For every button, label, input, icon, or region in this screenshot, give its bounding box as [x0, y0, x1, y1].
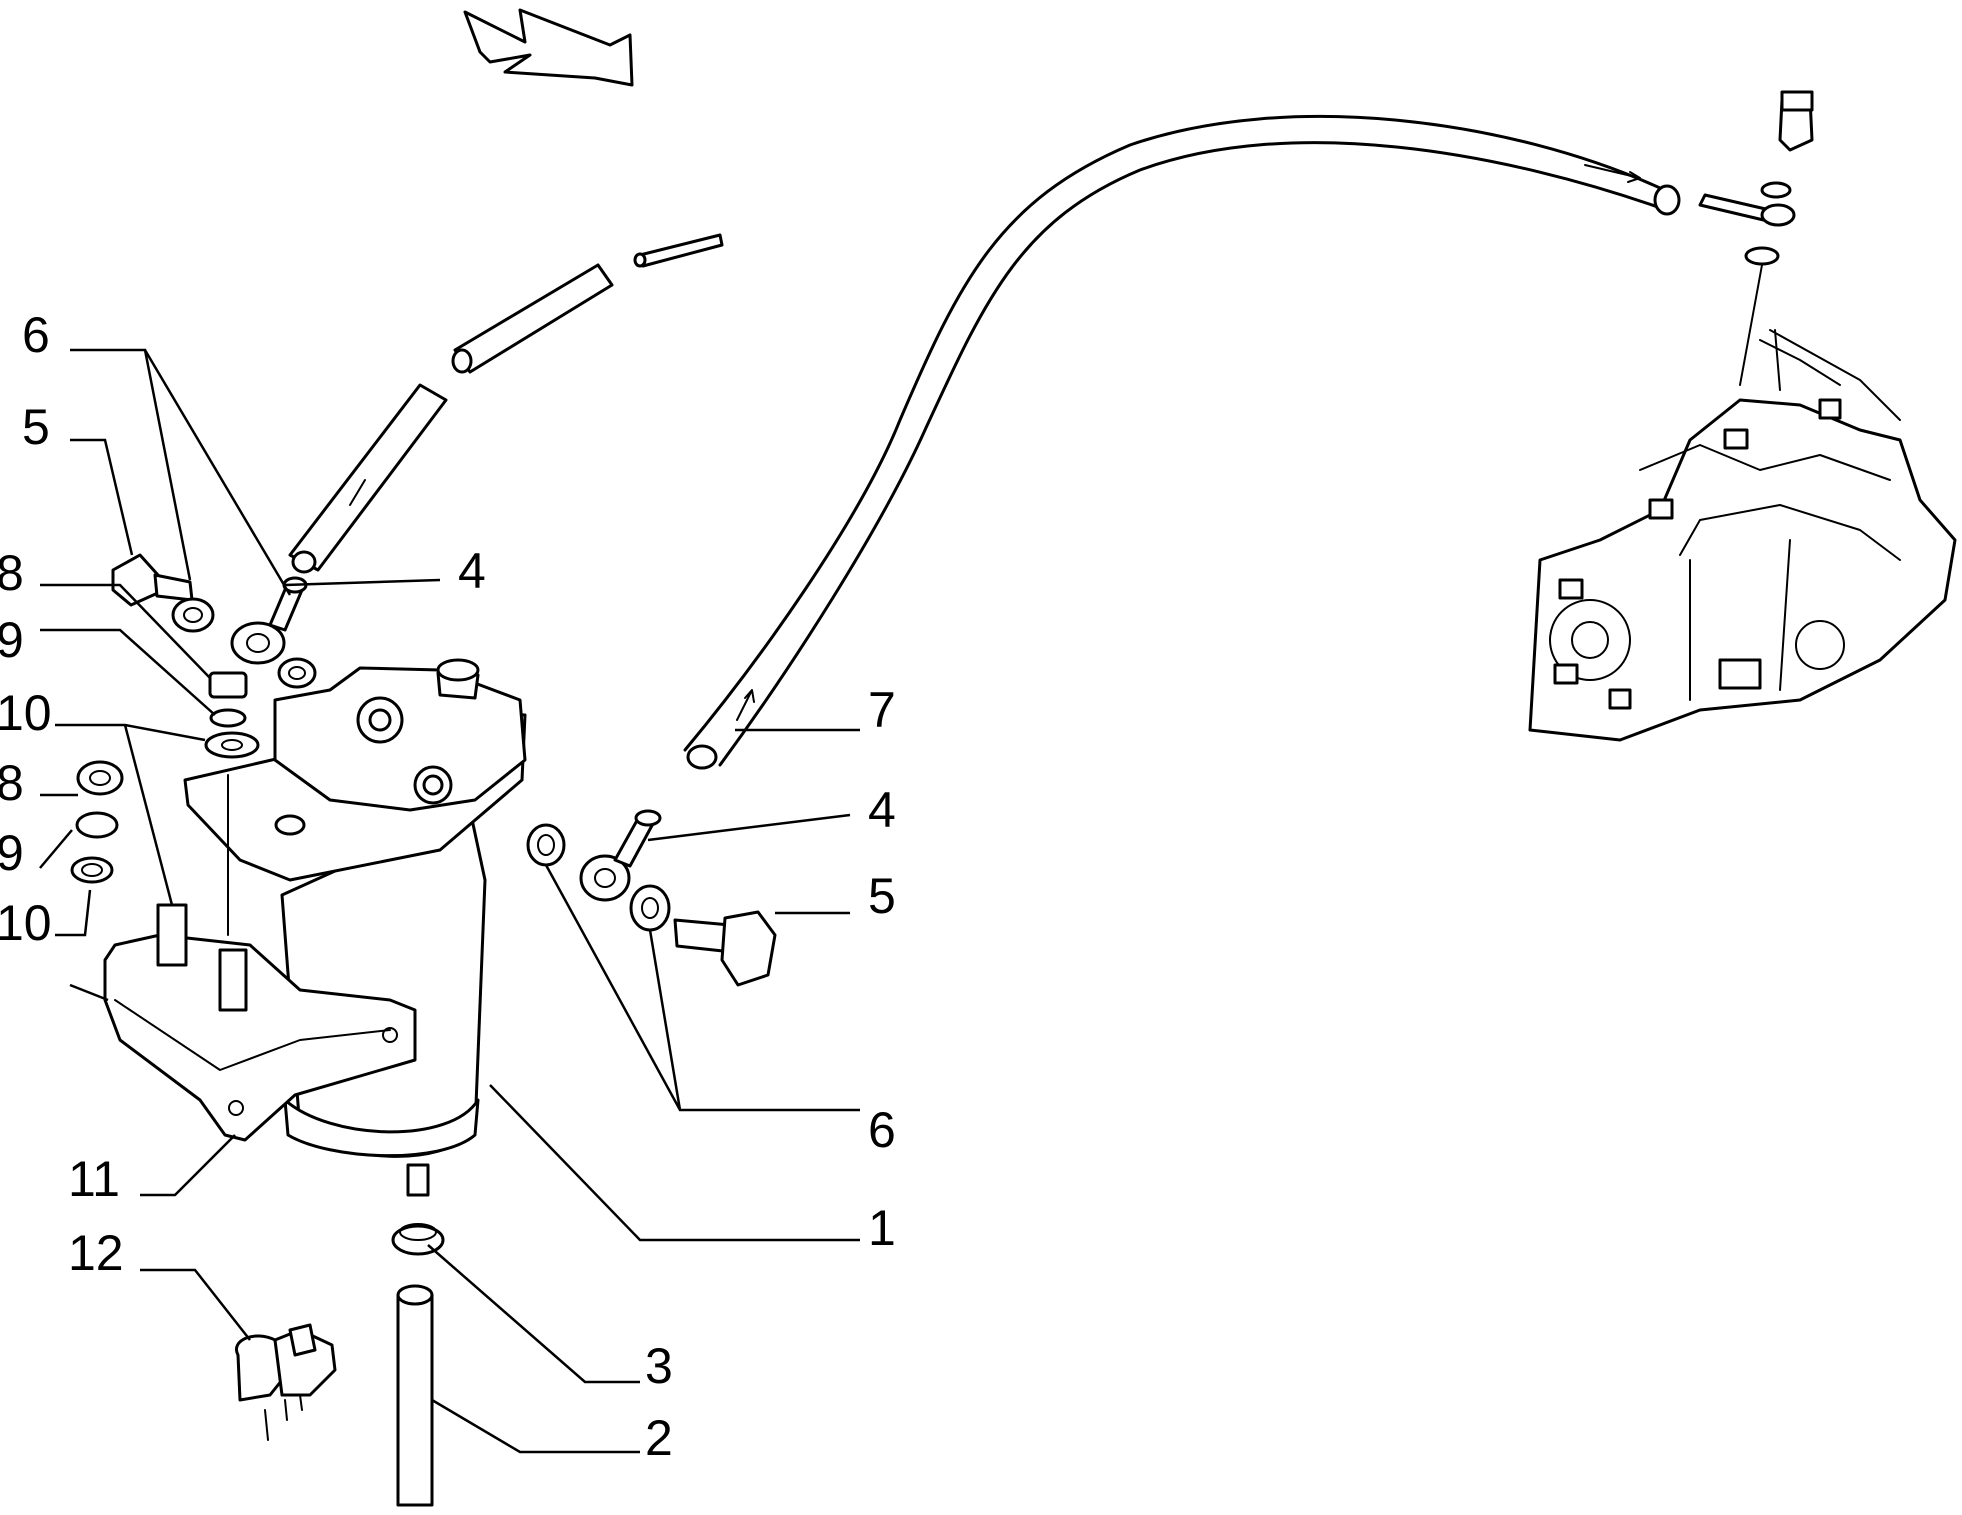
callout-labels: 6 5 8 9 10 8 9 10 4 7 4 5 6 1 11 12 3 2 [0, 307, 896, 1466]
callout-11: 11 [68, 1151, 120, 1207]
callout-5-right: 5 [868, 868, 896, 924]
callout-9-bottom: 9 [0, 825, 24, 881]
pipe-clip [235, 1323, 337, 1441]
left-banjo-assembly [111, 553, 317, 689]
fuel-pipe [683, 115, 1681, 770]
callout-9-top: 9 [0, 612, 24, 668]
leader-lines [39, 348, 860, 1454]
hose-clamp [391, 1223, 445, 1256]
lower-nut-washer-stack [70, 760, 124, 884]
callout-8-bottom: 8 [0, 755, 24, 811]
callout-4-top: 4 [458, 543, 486, 599]
callout-7: 7 [868, 682, 896, 738]
return-pipe-segments [288, 233, 724, 574]
callout-5-top: 5 [22, 399, 50, 455]
injection-pump [1528, 329, 1957, 742]
callout-1: 1 [868, 1200, 896, 1256]
callout-6-right: 6 [868, 1102, 896, 1158]
mounting-bracket [103, 903, 417, 1142]
flow-direction-arrow [463, 8, 634, 87]
right-banjo-assembly [526, 809, 777, 987]
callout-3: 3 [645, 1338, 673, 1394]
callout-6-top: 6 [22, 307, 50, 363]
callout-4-right: 4 [868, 782, 896, 838]
pump-banjo-fitting [1698, 90, 1814, 386]
callout-10-top: 10 [0, 685, 52, 741]
callout-2: 2 [645, 1410, 673, 1466]
callout-12: 12 [68, 1225, 124, 1281]
upper-nut-washer-stack [204, 671, 260, 936]
callout-8-top: 8 [0, 545, 24, 601]
callout-10-bottom: 10 [0, 895, 52, 951]
drain-hose [396, 1284, 434, 1507]
